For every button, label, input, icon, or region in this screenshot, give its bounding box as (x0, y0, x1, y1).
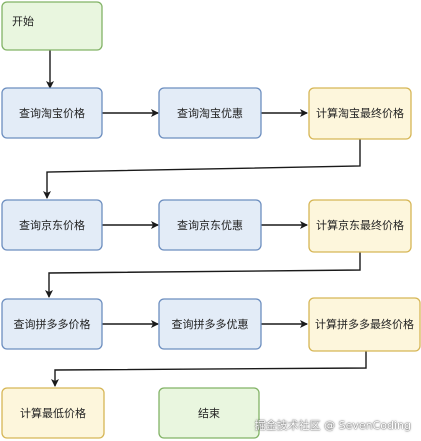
node-jd-discount[interactable]: 查询京东优惠 (158, 199, 262, 251)
node-jd-price-label: 查询京东价格 (19, 218, 85, 232)
node-taobao-price[interactable]: 查询淘宝价格 (1, 87, 103, 139)
edges (43, 50, 367, 387)
node-jd-final-box (308, 199, 412, 253)
edge-jd-final-to-pdd-price (45, 252, 361, 298)
edge-taobao-final-to-jd-price (43, 139, 361, 199)
node-jd-price-box (1, 199, 103, 251)
node-pdd-final-box (308, 297, 421, 352)
node-jd-discount-label: 查询京东优惠 (177, 218, 243, 232)
node-start-label: 开始 (12, 14, 34, 28)
node-taobao-discount-label: 查询淘宝优惠 (177, 106, 243, 120)
node-end-box (158, 387, 260, 439)
watermark: 掘金技术社区 @ SevenCoding (254, 419, 411, 432)
node-pdd-discount-box (158, 298, 262, 350)
node-lowest-box (1, 387, 105, 439)
node-taobao-discount[interactable]: 查询淘宝优惠 (158, 87, 262, 139)
node-jd-price[interactable]: 查询京东价格 (1, 199, 103, 251)
node-taobao-price-label: 查询淘宝价格 (19, 106, 85, 120)
edge-pdd-final-to-lowest (51, 351, 367, 387)
node-end[interactable]: 结束 (158, 387, 260, 439)
node-pdd-final-label: 计算拼多多最终价格 (315, 317, 414, 331)
node-pdd-price-box (1, 298, 103, 350)
node-jd-discount-box (158, 199, 262, 251)
node-taobao-discount-box (158, 87, 262, 139)
node-lowest-label: 计算最低价格 (20, 406, 86, 420)
node-taobao-final-label: 计算淘宝最终价格 (316, 106, 404, 120)
node-start[interactable]: 开始 (1, 1, 103, 51)
node-taobao-final[interactable]: 计算淘宝最终价格 (308, 87, 412, 140)
node-end-label: 结束 (198, 407, 220, 420)
node-start-box (1, 1, 103, 51)
node-pdd-final[interactable]: 计算拼多多最终价格 (308, 297, 421, 352)
node-lowest[interactable]: 计算最低价格 (1, 387, 105, 439)
node-jd-final[interactable]: 计算京东最终价格 (308, 199, 412, 253)
node-taobao-final-box (308, 87, 412, 140)
node-jd-final-label: 计算京东最终价格 (316, 218, 404, 232)
node-taobao-price-box (1, 87, 103, 139)
node-pdd-discount[interactable]: 查询拼多多优惠 (158, 298, 262, 350)
node-pdd-discount-label: 查询拼多多优惠 (172, 317, 249, 331)
node-pdd-price[interactable]: 查询拼多多价格 (1, 298, 103, 350)
node-pdd-price-label: 查询拼多多价格 (14, 317, 91, 331)
